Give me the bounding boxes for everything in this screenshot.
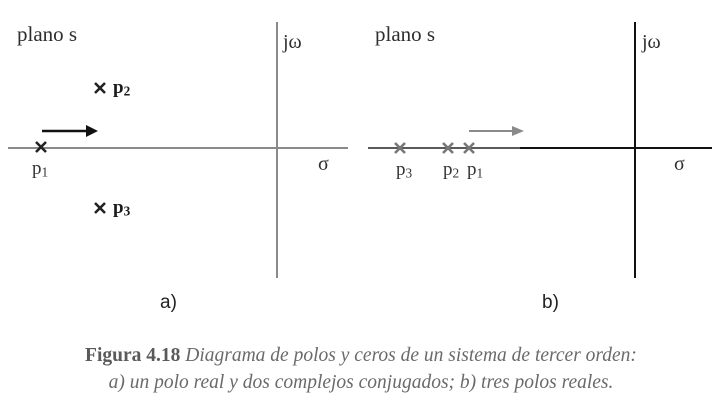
s-plane-b: [368, 22, 712, 278]
diagram-panel-a: plano s jω σ p1 p2 p3 a): [0, 0, 360, 313]
pole-label-p3-b: p3: [396, 159, 413, 181]
direction-arrow-b: [469, 126, 524, 136]
pole-marker-p3-b: [394, 142, 406, 154]
panel-label-a: a): [160, 292, 177, 313]
caption-line-1: Figura 4.18 Diagrama de polos y ceros de…: [0, 342, 722, 369]
pole-marker-p1-a: [35, 141, 47, 153]
imaginary-axis-label-a: jω: [283, 31, 302, 53]
plane-label-b: plano s: [375, 22, 436, 46]
figure-caption: Figura 4.18 Diagrama de polos y ceros de…: [0, 342, 722, 396]
pole-label-p2-a: p2: [113, 77, 131, 99]
real-axis-label-b: σ: [674, 153, 685, 175]
caption-line-2: a) un polo real y dos complejos conjugad…: [0, 369, 722, 396]
caption-text-1: Diagrama de polos y ceros de un sistema …: [185, 345, 637, 366]
pole-label-p1-a: p1: [32, 158, 49, 180]
direction-arrow-a: [42, 125, 98, 137]
pole-label-p3-a: p3: [113, 197, 131, 219]
pole-marker-p2-b: [442, 142, 454, 154]
plane-label-a: plano s: [17, 22, 78, 46]
pole-label-p2-b: p2: [443, 159, 460, 181]
real-axis-label-a: σ: [318, 153, 329, 175]
panel-label-b: b): [542, 292, 559, 313]
pole-marker-p3-a: [94, 202, 106, 214]
caption-text-2: a) un polo real y dos complejos conjugad…: [108, 372, 614, 393]
imaginary-axis-label-b: jω: [642, 31, 661, 53]
pole-marker-p1-b: [463, 142, 475, 154]
figure-label: Figura 4.18: [85, 345, 181, 366]
pole-label-p1-b: p1: [467, 159, 484, 181]
s-plane-a: [8, 22, 348, 278]
pole-marker-p2-a: [94, 82, 106, 94]
diagram-panel-b: plano s jω σ p3 p2 p1 b): [360, 0, 722, 313]
